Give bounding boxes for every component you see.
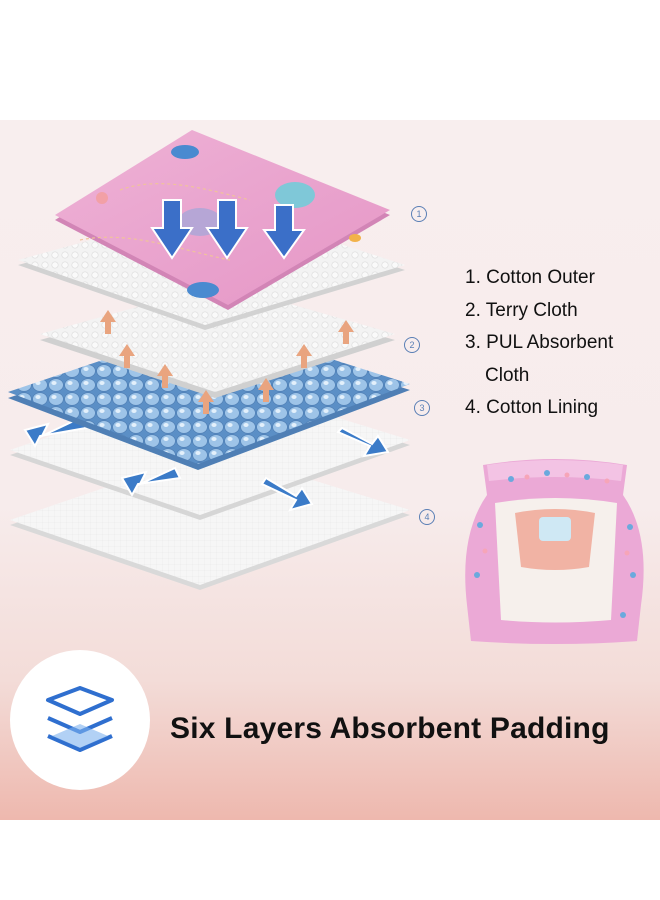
legend-item: 4. Cotton Lining [465, 397, 599, 418]
layers-icon [46, 686, 114, 752]
spread-arrows [23, 416, 390, 512]
marker-3: 3 [414, 400, 430, 416]
marker-4: 4 [419, 509, 435, 525]
product-image [465, 459, 644, 644]
marker-2: 2 [404, 337, 420, 353]
layer-terry [40, 284, 395, 398]
down-arrows [150, 199, 306, 260]
legend-item: 1. Cotton Outer [465, 267, 595, 288]
legend-item: 2. Terry Cloth [465, 299, 578, 321]
layer-legend: 1. Cotton Outer 2. Terry Cloth 3. PUL Ab… [465, 262, 613, 425]
banner-title: Six Layers Absorbent Padding [170, 712, 610, 745]
wicking-arrows [100, 310, 354, 414]
layers-badge [10, 650, 150, 790]
marker-1: 1 [411, 206, 427, 222]
layer-bottom-lining [10, 450, 410, 590]
